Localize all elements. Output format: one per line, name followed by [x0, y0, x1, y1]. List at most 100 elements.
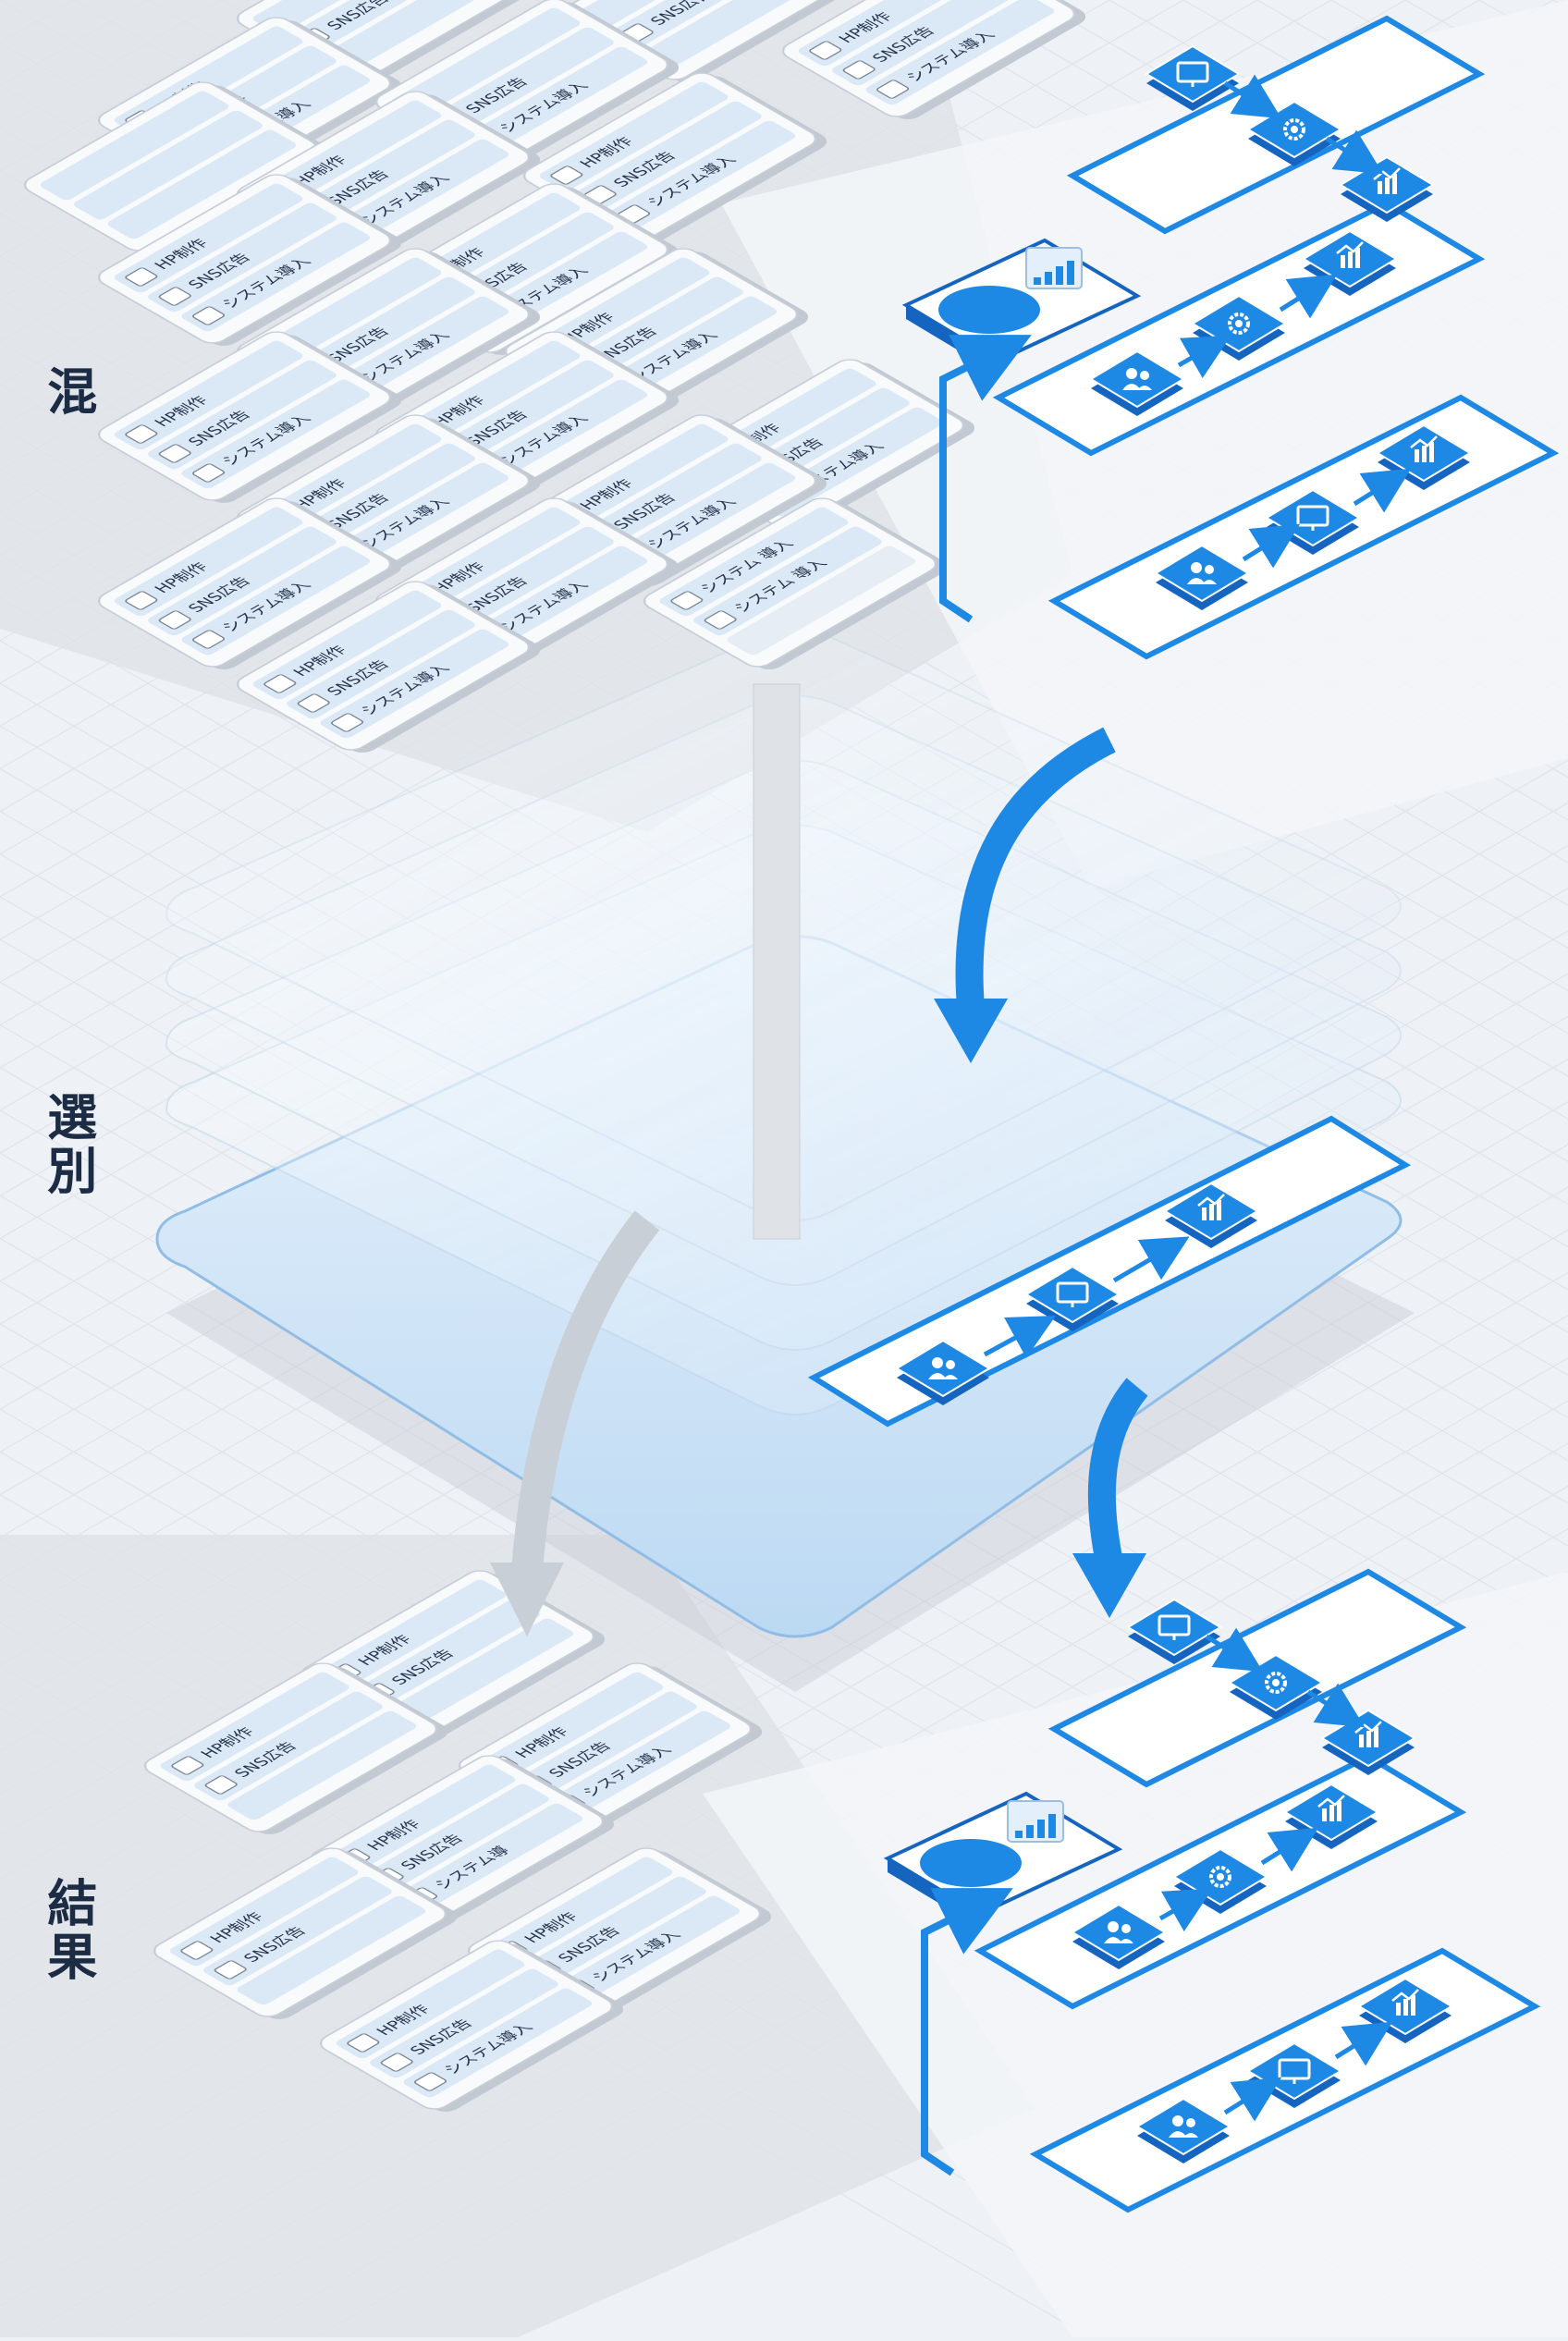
flow-arrow — [983, 1316, 1056, 1358]
users-icon-tile — [895, 1339, 991, 1405]
flow-arrow — [1260, 1827, 1319, 1872]
pill-icon — [920, 1839, 1022, 1887]
blue-arrowhead-out — [1072, 1553, 1146, 1618]
card-row — [508, 1691, 697, 1801]
tile-face — [1135, 2097, 1231, 2156]
flow-diagram-selected — [807, 1115, 1412, 1428]
flow-arrow — [1353, 468, 1412, 513]
chart-icon — [1354, 1721, 1382, 1747]
row-icon — [125, 424, 158, 444]
card-row — [114, 507, 303, 617]
mixed-card-stack: SNS広告SNS広告HP制作SNS広告システム導入HP制作SNS広告システム導入… — [23, 0, 1086, 753]
users-icon — [1104, 1921, 1133, 1943]
card-row — [160, 1672, 349, 1782]
row-icon — [158, 610, 191, 630]
card-row — [576, 0, 766, 30]
monitor-icon — [1296, 505, 1329, 531]
phase-label-mix: 混 — [38, 365, 97, 419]
chart-icon — [1410, 435, 1438, 462]
card-row — [391, 7, 581, 117]
card-row — [114, 183, 303, 293]
phase-label-result: 結果 — [38, 1877, 97, 1984]
chart-icon-tile — [1163, 1182, 1259, 1248]
card-row — [114, 340, 303, 450]
gray-route-arrow — [511, 1210, 660, 1574]
monitor-icon — [1158, 1614, 1191, 1640]
row-icon — [380, 2053, 413, 2072]
card-row — [237, 1895, 426, 2005]
flow-board-selected — [807, 1115, 1412, 1428]
tile-face — [895, 1339, 991, 1398]
row-icon — [809, 41, 842, 60]
flow-arrow — [1177, 335, 1231, 379]
users-icon-tile — [1135, 2097, 1231, 2163]
card-row — [573, 101, 762, 211]
card-row — [317, 1579, 507, 1689]
row-icon — [191, 463, 226, 483]
monitor-icon — [1056, 1281, 1089, 1307]
row-icon — [297, 693, 330, 713]
tile-face — [1071, 1903, 1167, 1962]
card-row — [385, 1618, 574, 1728]
card-row — [320, 629, 509, 739]
tile-face — [1089, 349, 1185, 409]
flow-arrow — [1279, 274, 1338, 319]
card-row — [643, 0, 833, 68]
flow-arrow — [1223, 2077, 1282, 2122]
row-icon — [330, 713, 364, 732]
service-card — [23, 81, 328, 253]
gear-icon — [1228, 313, 1250, 335]
row-icon — [171, 1756, 204, 1775]
flow-arrow — [1223, 74, 1282, 119]
row-icon — [550, 165, 583, 185]
row-icon — [214, 1960, 247, 1979]
card-row — [227, 1710, 417, 1820]
chart-icon — [1391, 1989, 1419, 2016]
row-icon — [413, 2072, 447, 2091]
row-icon — [180, 1941, 214, 1960]
users-icon — [1122, 368, 1152, 390]
row-icon — [704, 610, 737, 630]
card-row — [361, 1783, 549, 1894]
flow-arrow — [1242, 523, 1301, 569]
users-icon — [1187, 562, 1217, 584]
row-icon — [876, 80, 910, 99]
row-icon — [263, 674, 297, 693]
card-row — [169, 1857, 359, 1967]
row-icon — [670, 591, 704, 610]
card-row — [148, 202, 337, 313]
card-row — [425, 27, 614, 137]
card-row — [336, 1949, 525, 2059]
gray-arrowhead — [490, 1563, 564, 1636]
card-row — [287, 0, 475, 54]
card-row — [606, 462, 796, 572]
tile-face — [1154, 544, 1250, 603]
users-icon-tile — [1089, 349, 1185, 416]
card-row — [194, 1691, 383, 1801]
card-row — [203, 1876, 392, 1986]
sorting-platform — [155, 630, 1415, 1692]
card-row — [181, 545, 371, 656]
card-row — [181, 379, 371, 489]
row-icon — [204, 1775, 238, 1795]
card-row — [403, 1988, 593, 2098]
card-row — [40, 91, 229, 201]
row-icon — [125, 591, 158, 610]
tile-face — [1126, 1598, 1222, 1657]
card-row — [798, 0, 987, 67]
card-row — [539, 81, 729, 191]
sort-chute — [753, 683, 801, 1240]
monitor-icon — [1278, 2058, 1311, 2084]
flow-arrow — [1306, 1683, 1366, 1728]
card-row — [484, 1857, 673, 1967]
blue-route-arrow-out — [1087, 1378, 1148, 1565]
gear-icon — [1209, 1866, 1231, 1888]
card-row — [551, 1895, 741, 2005]
